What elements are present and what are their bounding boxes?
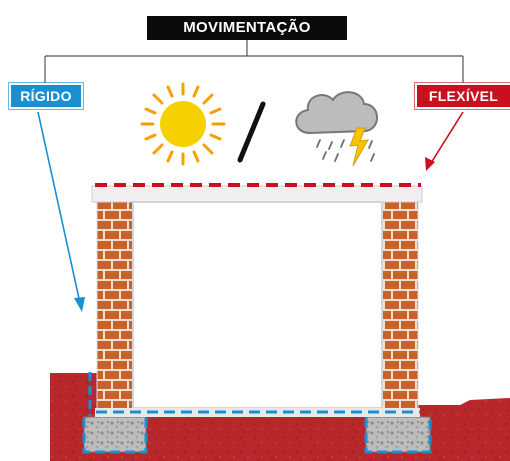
- left-brick-wall: [96, 194, 134, 416]
- rigid-label: RÍGIDO: [11, 85, 81, 107]
- storm-cloud-icon: [295, 91, 378, 167]
- title-label: MOVIMENTAÇÃO: [147, 16, 347, 40]
- flexible-arrow: [425, 111, 464, 171]
- rigid-arrow: [37, 111, 85, 312]
- right-brick-wall: [381, 194, 419, 416]
- title-connectors: [44, 40, 464, 83]
- flexible-label: FLEXÍVEL: [417, 85, 510, 107]
- left-footing-outline: [82, 418, 148, 454]
- right-footing: [365, 416, 431, 453]
- sun-icon: [140, 82, 226, 166]
- slash-icon: [237, 101, 266, 163]
- opening: [132, 201, 383, 409]
- right-footing-outline: [364, 418, 432, 454]
- left-footing: [83, 416, 147, 453]
- top-beam: [91, 185, 423, 203]
